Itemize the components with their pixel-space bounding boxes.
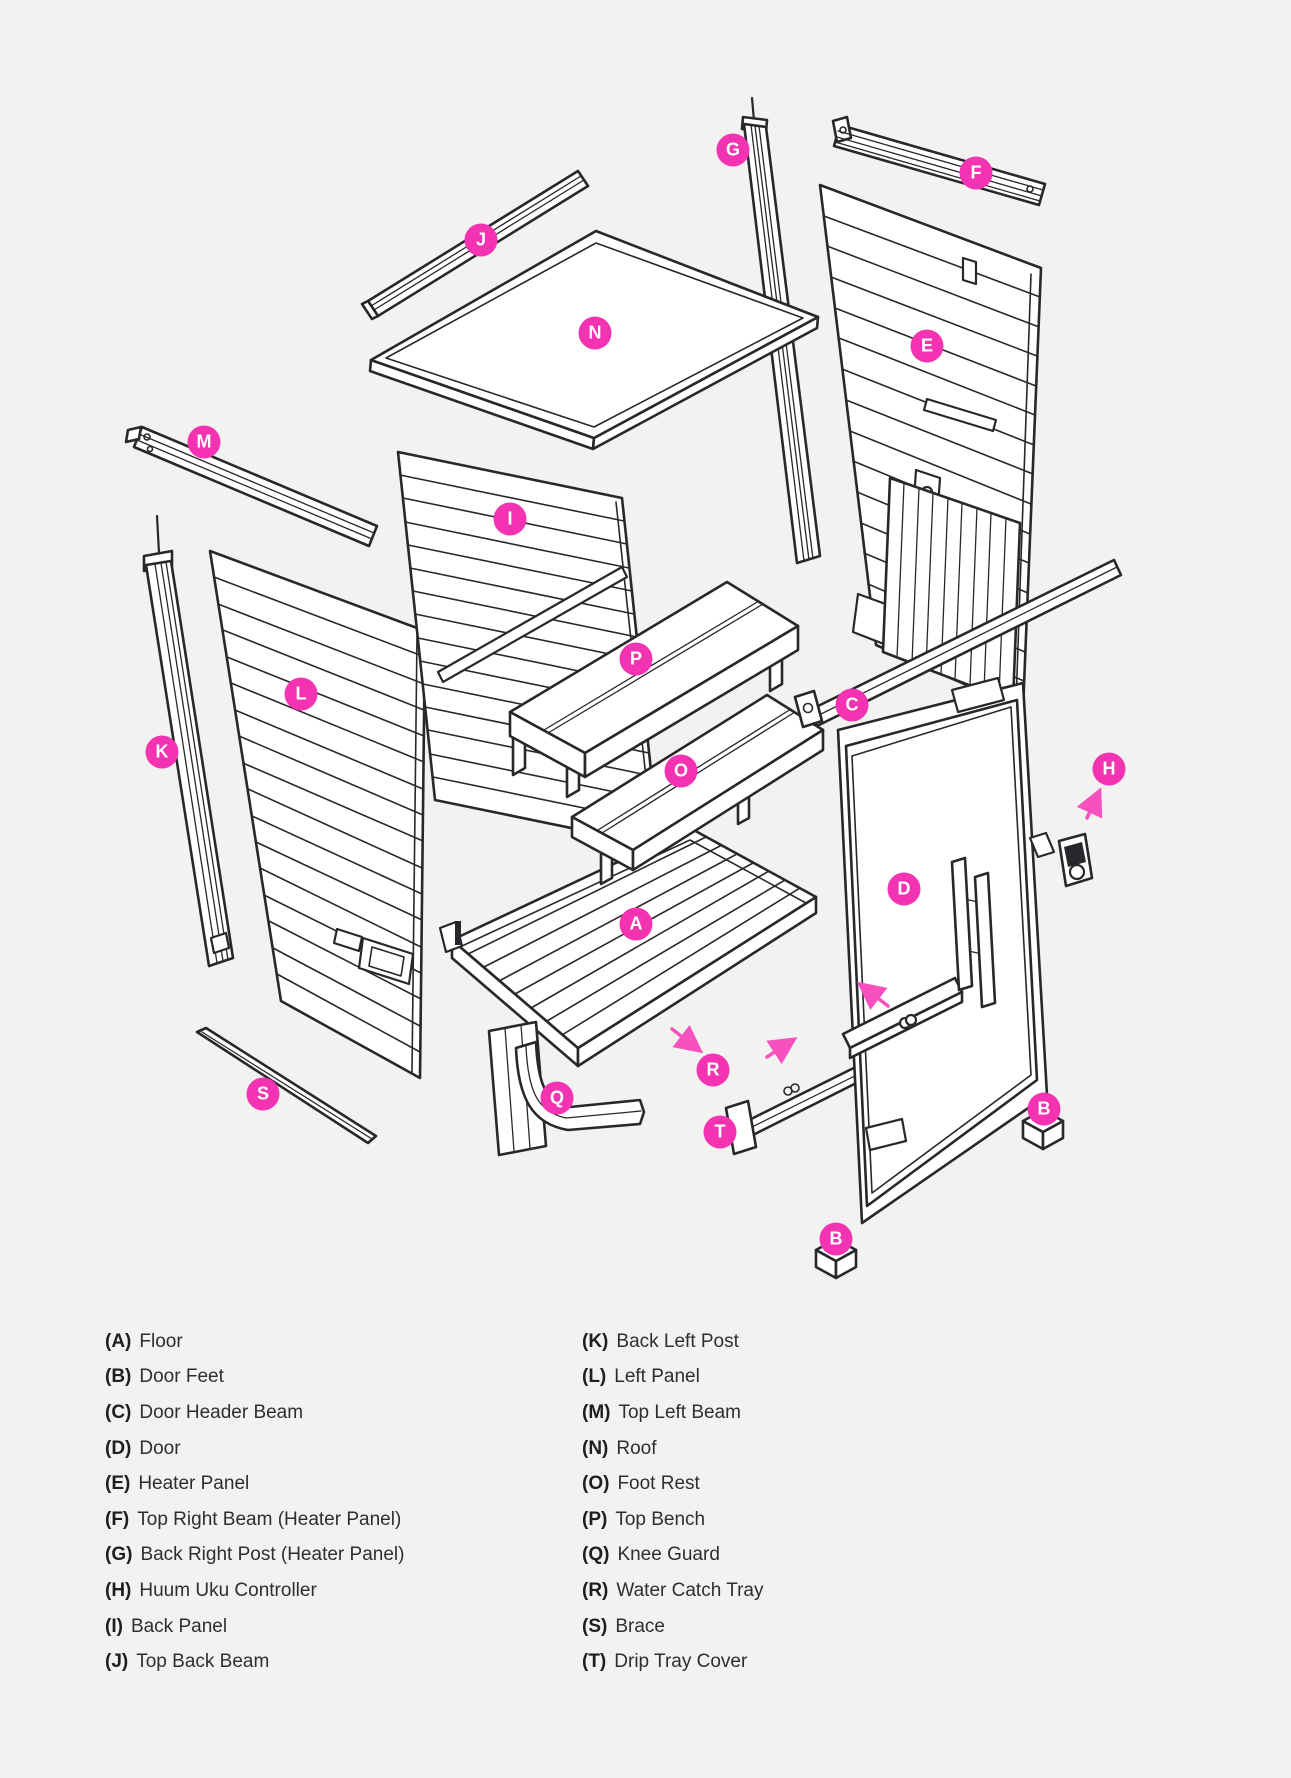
legend-item-l: (L) Left Panel — [582, 1360, 764, 1396]
legend-item-key: (D) — [105, 1437, 132, 1459]
legend-item-label: Knee Guard — [617, 1544, 720, 1566]
legend-item-label: Drip Tray Cover — [614, 1651, 748, 1673]
part-badge-r: R — [696, 1053, 730, 1087]
legend-item-k: (K) Back Left Post — [582, 1324, 764, 1360]
legend-item-o: (O) Foot Rest — [582, 1466, 764, 1502]
legend-item-key: (I) — [105, 1615, 123, 1637]
part-badge-m: M — [187, 425, 221, 459]
part-badge-i: I — [493, 502, 527, 536]
legend-item-key: (H) — [105, 1579, 132, 1601]
legend-item-label: Back Right Post (Heater Panel) — [140, 1544, 405, 1566]
legend-item-e: (E) Heater Panel — [105, 1466, 404, 1502]
legend-item-label: Floor — [139, 1330, 183, 1352]
part-badge-h: H — [1092, 752, 1126, 786]
legend-item-d: (D) Door — [105, 1431, 404, 1467]
legend-item-a: (A) Floor — [105, 1324, 404, 1360]
part-badge-a: A — [619, 907, 653, 941]
legend-item-label: Top Back Beam — [136, 1651, 270, 1673]
legend-item-key: (A) — [105, 1330, 132, 1352]
part-heater-panel — [818, 183, 1043, 712]
legend-item-key: (R) — [582, 1579, 609, 1601]
legend-item-label: Brace — [615, 1615, 665, 1637]
legend-item-p: (P) Top Bench — [582, 1502, 764, 1538]
legend-item-h: (H) Huum Uku Controller — [105, 1573, 404, 1609]
part-badge-n: N — [578, 316, 612, 350]
legend-item-key: (T) — [582, 1651, 607, 1673]
part-badge-p: P — [619, 642, 653, 676]
legend-item-label: Door Header Beam — [139, 1401, 304, 1423]
part-badge-l: L — [284, 677, 318, 711]
part-badge-g: G — [716, 133, 750, 167]
legend-item-j: (J) Top Back Beam — [105, 1644, 404, 1680]
legend-item-key: (B) — [105, 1366, 132, 1388]
legend-item-s: (S) Brace — [582, 1609, 764, 1645]
legend-item-key: (S) — [582, 1615, 608, 1637]
part-badge-f: F — [959, 156, 993, 190]
legend-item-label: Heater Panel — [138, 1473, 250, 1495]
legend-item-label: Top Bench — [615, 1508, 706, 1530]
legend-item-q: (Q) Knee Guard — [582, 1538, 764, 1574]
part-badge-o: O — [664, 754, 698, 788]
callout-arrows — [670, 787, 1103, 1065]
part-top-bench — [508, 580, 800, 799]
legend-item-key: (E) — [105, 1473, 131, 1495]
legend-item-label: Water Catch Tray — [616, 1579, 764, 1601]
legend-item-r: (R) Water Catch Tray — [582, 1573, 764, 1609]
legend-item-f: (F) Top Right Beam (Heater Panel) — [105, 1502, 404, 1538]
part-brace — [195, 1026, 378, 1145]
legend-item-key: (P) — [582, 1508, 608, 1530]
part-foot-rest — [570, 693, 825, 886]
legend-item-label: Door — [139, 1437, 181, 1459]
part-badge-d: D — [887, 872, 921, 906]
legend-item-label: Back Panel — [130, 1615, 228, 1637]
part-top-left-beam — [124, 425, 379, 548]
part-badge-k: K — [145, 735, 179, 769]
part-badge-b: B — [1027, 1092, 1061, 1126]
part-controller — [1057, 832, 1094, 888]
legend-item-key: (F) — [105, 1508, 130, 1530]
legend-item-label: Top Left Beam — [618, 1401, 742, 1423]
legend-item-key: (O) — [582, 1473, 610, 1495]
legend-item-key: (C) — [105, 1401, 132, 1423]
legend-item-label: Roof — [616, 1437, 657, 1459]
part-badge-s: S — [246, 1077, 280, 1111]
legend-item-label: Huum Uku Controller — [139, 1579, 317, 1601]
legend-item-label: Foot Rest — [617, 1473, 700, 1495]
part-badge-q: Q — [540, 1081, 574, 1115]
part-door — [836, 676, 1056, 1225]
legend-column-2: (K) Back Left Post (L) Left Panel(M) Top Lef… — [582, 1324, 764, 1680]
legend-item-c: (C) Door Header Beam — [105, 1395, 404, 1431]
legend-item-b: (B) Door Feet — [105, 1360, 404, 1396]
legend-item-key: (G) — [105, 1544, 133, 1566]
legend-item-t: (T) Drip Tray Cover — [582, 1644, 764, 1680]
part-badge-e: E — [910, 329, 944, 363]
legend-item-label: Top Right Beam (Heater Panel) — [137, 1508, 402, 1530]
controller-arrow — [1076, 787, 1103, 820]
legend-item-m: (M) Top Left Beam — [582, 1395, 764, 1431]
legend-column-1: (A)Floor(B)Door Feet(C)Door Header Beam(… — [105, 1324, 404, 1680]
part-badge-c: C — [835, 688, 869, 722]
legend-item-key: (K) — [582, 1330, 609, 1352]
legend-item-key: (J) — [105, 1651, 129, 1673]
part-badge-j: J — [464, 223, 498, 257]
legend-item-key: (Q) — [582, 1544, 610, 1566]
legend-item-label: Left Panel — [614, 1366, 700, 1388]
water-catch-tray-arrow — [670, 1024, 704, 1054]
legend-item-n: (N) Roof — [582, 1431, 764, 1467]
part-left-panel — [208, 549, 427, 1080]
legend-item-key: (M) — [582, 1401, 611, 1423]
legend-item-label: Back Left Post — [616, 1330, 739, 1352]
legend-item-label: Door Feet — [139, 1366, 224, 1388]
drip-tray-cover-arrow — [765, 1037, 798, 1065]
legend-item-g: (G) Back Right Post (Heater Panel) — [105, 1538, 404, 1574]
part-top-right-beam — [831, 115, 1047, 207]
legend-item-key: (N) — [582, 1437, 609, 1459]
part-badge-b: B — [819, 1222, 853, 1256]
legend-item-key: (L) — [582, 1366, 607, 1388]
part-back-left-post — [142, 514, 235, 968]
part-badge-t: T — [703, 1115, 737, 1149]
door-tray-arrow — [856, 981, 890, 1011]
legend-item-i: (I) Back Panel — [105, 1609, 404, 1645]
